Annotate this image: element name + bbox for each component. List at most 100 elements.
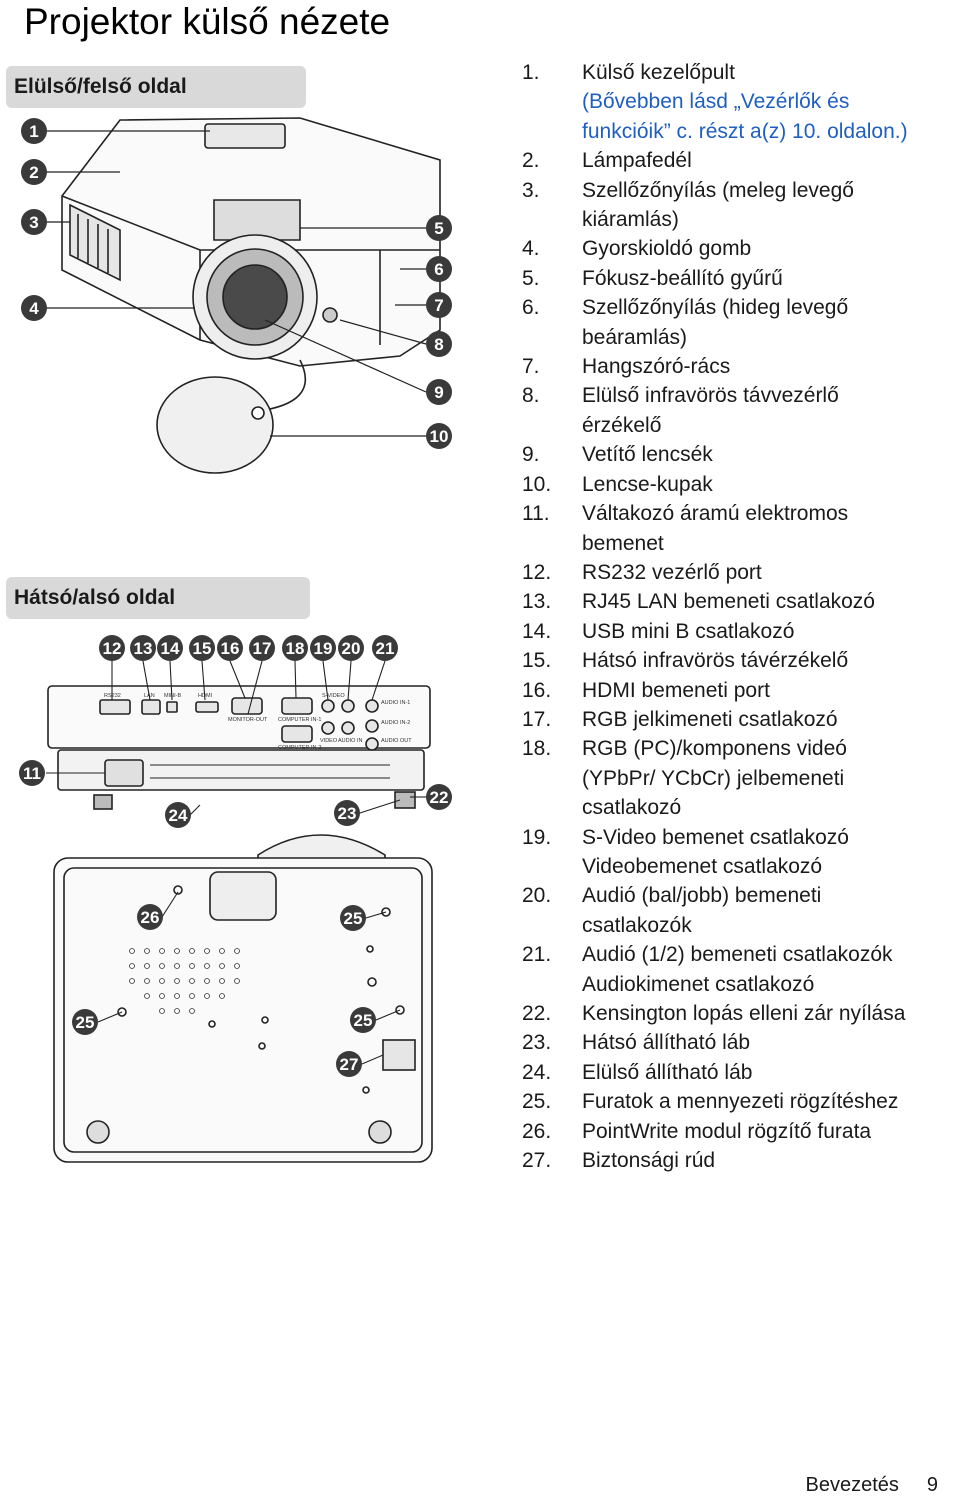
list-item: 27. Biztonsági rúd	[522, 1146, 958, 1175]
list-item-text: Biztonsági rúd	[582, 1146, 958, 1175]
callout-lines-front	[46, 130, 427, 437]
svg-text:2: 2	[29, 163, 38, 182]
list-item: 17. RGB jelkimeneti csatlakozó	[522, 705, 958, 734]
list-item-label: Gyorskioldó gomb	[582, 237, 752, 261]
list-item-label: Elülső állítható láb	[582, 1060, 753, 1084]
list-item-number: 12.	[522, 560, 552, 584]
svg-text:20: 20	[342, 639, 361, 658]
list-item: 22.Kensington lopás elleni zár nyílása	[522, 999, 958, 1028]
list-item-label: RGB (PC)/komponens videó	[582, 737, 847, 761]
list-item: 12. RS232 vezérlő port	[522, 558, 958, 587]
callout-10: 10	[426, 423, 452, 449]
list-item-continuation: bemenet	[582, 531, 664, 555]
callout-27: 27	[336, 1051, 362, 1077]
bottom-vent-grid	[129, 948, 240, 1014]
list-item-text: Hátsó infravörös távérzékelő	[582, 646, 958, 675]
svg-text:15: 15	[193, 639, 212, 658]
cross-reference-link[interactable]: (Bővebben lásd „Vezérlők és	[582, 90, 850, 114]
callout-22: 22	[426, 784, 452, 810]
list-item-number: 17.	[522, 707, 552, 731]
list-item-text: Furatok a mennyezeti rögzítéshez	[582, 1087, 958, 1116]
list-item: 9.Vetítő lencsék	[522, 440, 958, 469]
port-label-audio-in1: AUDIO IN-1	[381, 700, 410, 706]
port-label-video: VIDEO	[320, 738, 338, 744]
list-item-text: Gyorskioldó gomb	[582, 234, 958, 263]
port-label-usb: MINI-B	[164, 693, 181, 699]
svg-text:6: 6	[434, 260, 443, 279]
svg-text:24: 24	[169, 806, 188, 825]
list-item: 7.Hangszóró-rács	[522, 352, 958, 381]
svg-text:23: 23	[338, 804, 357, 823]
callout-19: 19	[310, 635, 336, 661]
callout-16: 16	[217, 635, 243, 661]
callout-8: 8	[426, 331, 452, 357]
projector-rear-drawing	[47, 685, 431, 810]
list-item-label: Kensington lopás elleni zár nyílása	[582, 1002, 906, 1025]
list-item-text: Elülső állítható láb	[582, 1058, 958, 1087]
port-label-audio-in: AUDIO IN	[338, 738, 362, 744]
list-item-label: Fókusz-beállító gyűrű	[582, 266, 783, 290]
list-item-continuation: beáramlás)	[582, 325, 688, 349]
list-item-number: 26.	[522, 1119, 552, 1143]
list-item-continuation: (YPbPr/ YCbCr) jelbemeneti	[582, 766, 845, 790]
list-item-text: HDMI bemeneti port	[582, 676, 958, 705]
list-item-number: 27.	[522, 1149, 552, 1173]
callout-17: 17	[249, 635, 275, 661]
list-item-continuation: kiáramlás)	[582, 208, 679, 232]
list-item-label: Audió (1/2) bemeneti csatlakozók	[582, 943, 893, 967]
svg-text:1: 1	[29, 122, 38, 141]
callouts-rear: 12 13 14 15 16 17 18 19 20 21 11 22 23 2…	[19, 635, 452, 828]
list-item-text: RS232 vezérlő port	[582, 558, 958, 587]
list-item: 13.RJ45 LAN bemeneti csatlakozó	[522, 587, 958, 616]
svg-text:26: 26	[141, 908, 160, 927]
list-item-label: S-Video bemenet csatlakozó	[582, 825, 849, 849]
list-item-number: 1.	[522, 61, 540, 84]
list-item: 10. Lencse-kupak	[522, 470, 958, 499]
list-item-number: 10.	[522, 472, 552, 496]
list-item-continuation: Audiokimenet csatlakozó	[582, 972, 815, 996]
section-front-bar: Elülső/felső oldal	[6, 66, 306, 108]
list-item-label: RS232 vezérlő port	[582, 560, 762, 584]
cross-reference-link[interactable]: funkcióik” c. részt a(z) 10. oldalon.)	[582, 119, 908, 143]
callout-21: 21	[372, 635, 398, 661]
list-item-number: 23.	[522, 1031, 552, 1055]
port-label-s-video: S-VIDEO	[322, 693, 345, 699]
page-footer: Bevezetés 9	[805, 1474, 938, 1497]
callout-13: 13	[130, 635, 156, 661]
callout-26: 26	[137, 904, 163, 930]
list-item-number: 24.	[522, 1060, 552, 1084]
svg-text:11: 11	[23, 764, 41, 783]
list-item-label: Lencse-kupak	[582, 472, 713, 496]
list-item-text: Kensington lopás elleni zár nyílása	[582, 999, 958, 1028]
port-label-hdmi: HDMI	[198, 693, 213, 699]
svg-text:25: 25	[344, 909, 363, 928]
list-item-number: 13.	[522, 590, 552, 614]
list-item-text: RGB (PC)/komponens videó (YPbPr/ YCbCr) j…	[582, 734, 958, 822]
list-item-text: Lencse-kupak	[582, 470, 958, 499]
port-label-audio-in2: AUDIO IN-2	[381, 720, 410, 726]
list-item: 18.RGB (PC)/komponens videó(YPbPr/ YCbCr…	[522, 734, 958, 822]
svg-text:22: 22	[430, 788, 449, 807]
callout-25c: 25	[350, 1007, 376, 1033]
port-label-monitor-out: MONITOR-OUT	[228, 717, 268, 723]
section-rear-bar: Hátsó/alsó oldal	[6, 577, 310, 619]
callout-12: 12	[99, 635, 125, 661]
list-item: 23.Hátsó állítható láb	[522, 1028, 958, 1057]
list-item-label: Váltakozó áramú elektromos	[582, 502, 849, 526]
list-item-label: Hangszóró-rács	[582, 355, 731, 379]
callouts-bottom: 25 26 25 25 27	[72, 904, 376, 1077]
list-item-number: 25.	[522, 1090, 552, 1114]
callout-5: 5	[426, 215, 452, 241]
list-item: 16.HDMI bemeneti port	[522, 676, 958, 705]
callouts-front: 1 2 3 4 5 6 7 8 9 10	[21, 118, 452, 449]
list-item-label: Lámpafedél	[582, 149, 692, 173]
svg-text:3: 3	[29, 213, 38, 232]
list-item-number: 15.	[522, 649, 552, 673]
list-item-label: RGB jelkimeneti csatlakozó	[582, 707, 838, 731]
list-item-label: Biztonsági rúd	[582, 1149, 716, 1173]
callout-3: 3	[21, 209, 47, 235]
